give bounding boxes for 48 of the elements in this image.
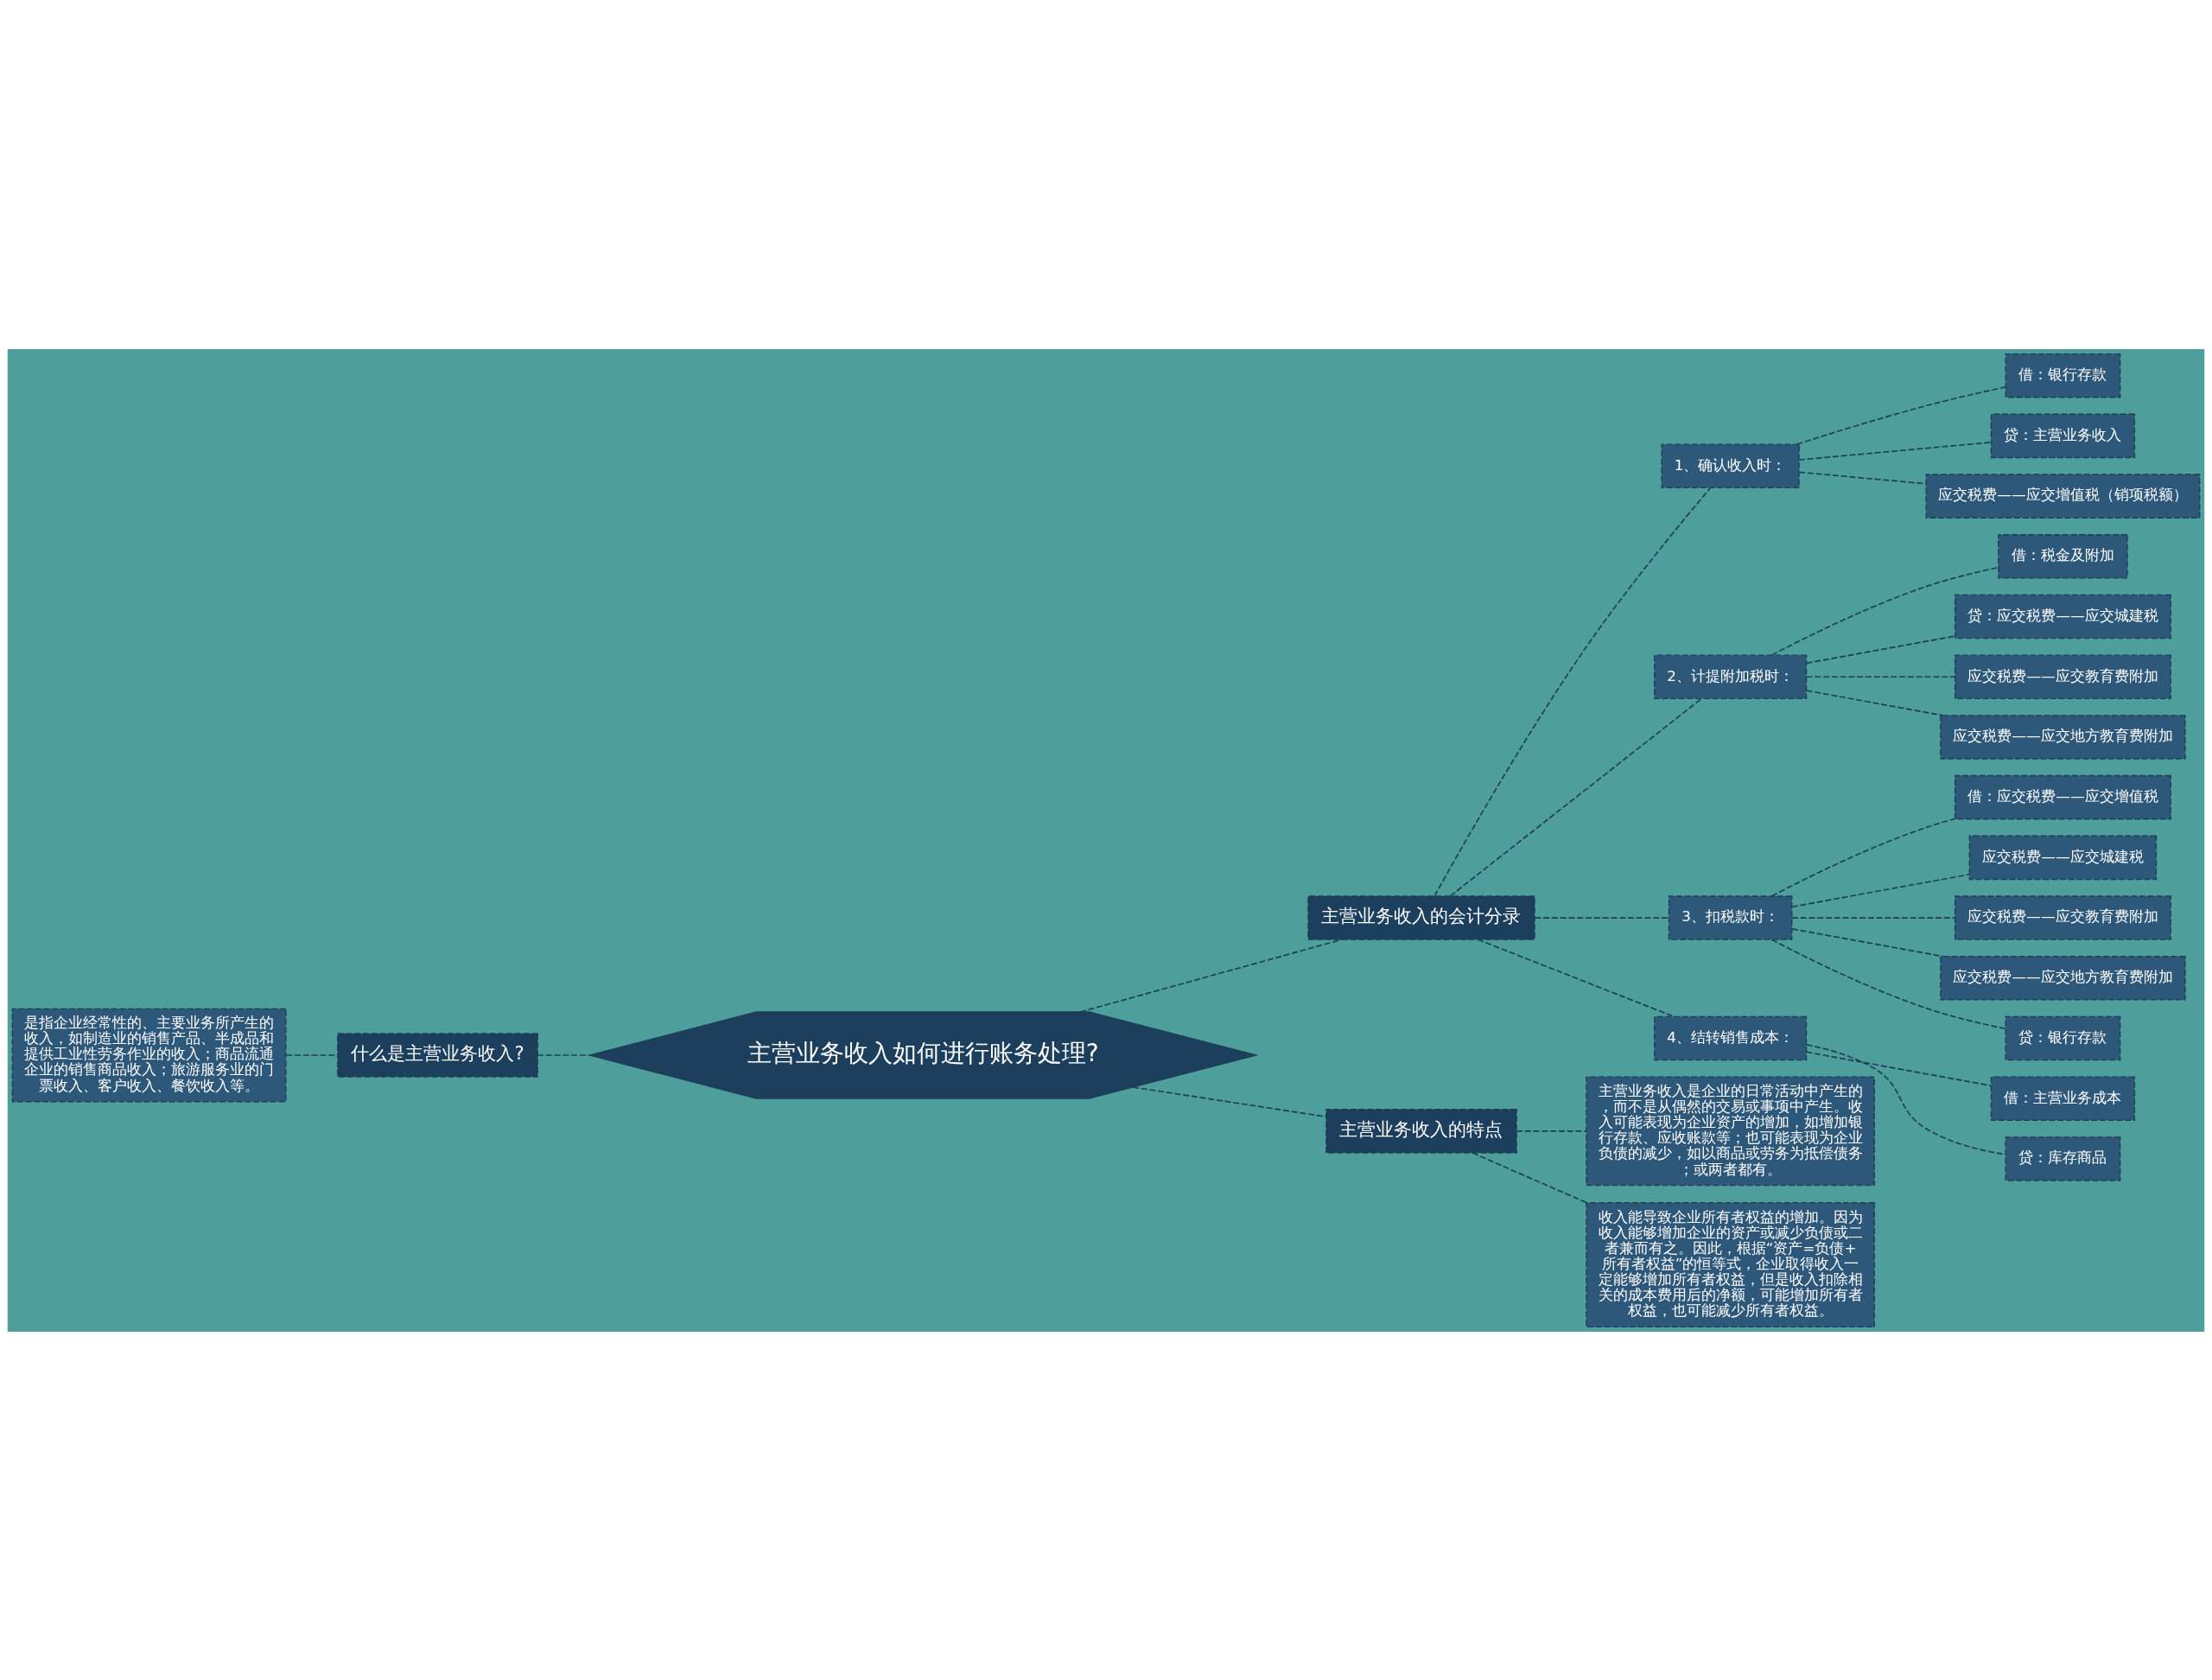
connector (1449, 697, 1702, 897)
connector (1471, 1151, 1588, 1204)
node-box: 贷：银行存款 (2005, 1015, 2121, 1060)
node-box: 应交税费——应交教育费附加 (1954, 894, 2171, 940)
connector (1433, 487, 1712, 896)
connector (1805, 675, 1956, 678)
node-box: 贷：主营业务收入 (1990, 413, 2136, 458)
node-box: 什么是主营业务收入? (337, 1032, 538, 1078)
connector (1770, 566, 1999, 656)
node-box: 3、扣税款时： (1668, 894, 1793, 940)
connector (1805, 1043, 2006, 1155)
connector (537, 1053, 591, 1056)
connector (1805, 1051, 1993, 1086)
node-box: 4、结转销售成本： (1654, 1015, 1808, 1060)
connector (1791, 916, 1956, 919)
node-box: 主营业务收入的会计分录 (1307, 894, 1535, 940)
connector (1516, 1130, 1587, 1132)
node-box: 2、计提附加税时： (1654, 653, 1808, 699)
node-box: 借：主营业务成本 (1990, 1075, 2136, 1121)
connector (1791, 873, 1971, 907)
node-box: 应交税费——应交城建税 (1968, 835, 2158, 880)
connector (1079, 938, 1343, 1013)
node-box: 是指企业经常性的、主要业务所产生的收入，如制造业的销售产品、半成品和提供工业性劳务作业的收入；商品流通企业的销售商品收入；旅游服务业的门票收入、客户收入、餐饮收入等。 (11, 1008, 287, 1102)
node-box: 贷：库存商品 (2005, 1136, 2121, 1181)
node-box: 应交税费——应交地方教育费附加 (1940, 955, 2186, 1001)
connector (285, 1053, 339, 1056)
node-box: 应交税费——应交教育费附加 (1954, 653, 2171, 699)
connector (1770, 818, 1956, 897)
connector (1796, 385, 2006, 445)
connector (1132, 1085, 1327, 1117)
connector (1477, 939, 1675, 1017)
node-box: 应交税费——应交地方教育费附加 (1940, 714, 2186, 760)
node-box: 借：税金及附加 (1998, 533, 2128, 579)
node-box: 1、确认收入时： (1661, 442, 1800, 488)
node-box: 贷：应交税费——应交城建税 (1954, 594, 2171, 639)
connector (1534, 916, 1670, 919)
node-box: 借：银行存款 (2005, 353, 2121, 398)
node-box: 应交税费——应交增值税（销项税额） (1925, 473, 2201, 519)
connector (1798, 441, 1992, 461)
node-box: 收入能导致企业所有者权益的增加。因为收入能够增加企业的资产或减少负债或二者兼而有之。因此，根据“资产=负债+所有者权益”的恒等式，企业取得收入一定能够增加所有者权益，但是收入扣除相关的成本费用后的净额，可能增加所有者权益，也可能减少所有者权益。 (1586, 1201, 1875, 1327)
connector (1770, 939, 2006, 1029)
node-box: 借：应交税费——应交增值税 (1954, 774, 2171, 819)
connector (1805, 689, 1944, 716)
node-box: 主营业务收入是企业的日常活动中产生的，而不是从偶然的交易或事项中产生。收入可能表现为企业资产的增加，如增加银行存款、应收账款等；也可能表现为企业负债的减少，如以商品或劳务为抵偿债务；或两者都有。 (1586, 1075, 1875, 1186)
connector (1798, 471, 1927, 485)
connector (1805, 634, 1956, 664)
connector (1791, 927, 1944, 957)
node-box: 主营业务收入的特点 (1325, 1108, 1517, 1154)
